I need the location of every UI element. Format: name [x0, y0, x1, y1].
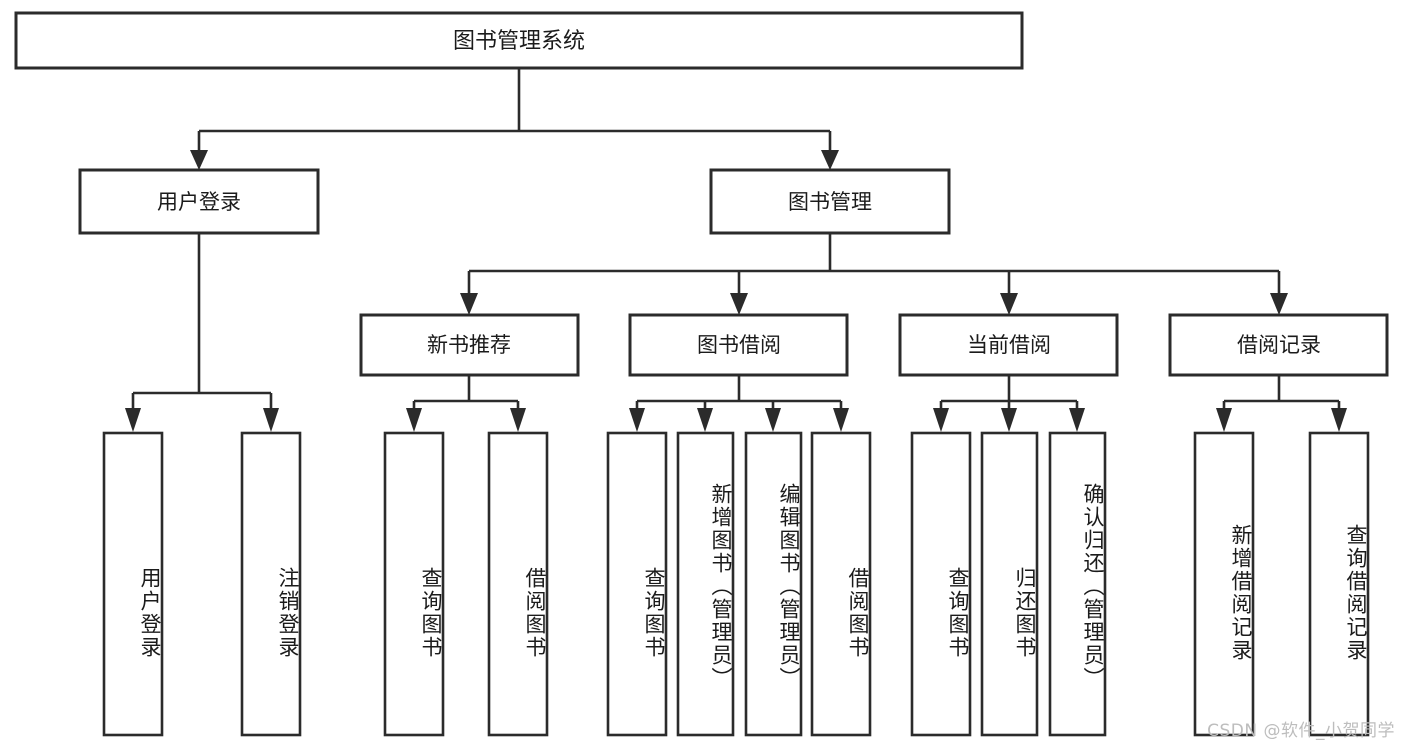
leaf-box-book-borrow-1[interactable]	[606, 431, 668, 737]
node-current-borrow-box[interactable]	[898, 313, 1119, 377]
arrow-head-leaf-user-login-1	[125, 408, 141, 432]
arrow-head-leaf-book-borrow-4	[833, 408, 849, 432]
arrow-head-leaf-borrow-record-1	[1216, 408, 1232, 432]
csdn-watermark: CSDN @软件_小贺同学	[1207, 721, 1395, 741]
arrow-head-leaf-borrow-record-2	[1331, 408, 1347, 432]
arrow-head-leaf-book-borrow-1	[629, 408, 645, 432]
leaf-box-borrow-record-2[interactable]	[1308, 431, 1370, 737]
connector-group-root-to-level2	[190, 68, 839, 170]
node-current-borrow-label: 当前借阅	[967, 333, 1051, 357]
node-borrow-record-label: 借阅记录	[1237, 333, 1321, 357]
node-borrow-record-box[interactable]	[1168, 313, 1389, 377]
arrow-head-leaf-current-borrow-1	[933, 408, 949, 432]
node-new-book-label: 新书推荐	[427, 333, 511, 357]
node-book-manage-label: 图书管理	[788, 190, 872, 214]
leaf-box-current-borrow-1[interactable]	[910, 431, 972, 737]
arrow-head-borrow-record	[1270, 293, 1288, 315]
node-root-box[interactable]	[14, 11, 1024, 70]
connector-group-current-borrow-leaves	[933, 375, 1085, 432]
arrow-head-leaf-current-borrow-2	[1001, 408, 1017, 432]
arrow-head-user-login	[190, 150, 208, 170]
node-new-book-box[interactable]	[359, 313, 580, 377]
arrow-head-leaf-new-book-2	[510, 408, 526, 432]
leaf-box-current-borrow-2[interactable]	[980, 431, 1039, 737]
leaf-box-book-borrow-4[interactable]	[810, 431, 872, 737]
leaf-box-book-borrow-2[interactable]	[676, 431, 735, 737]
arrow-head-new-book	[460, 293, 478, 315]
node-book-manage-box[interactable]	[709, 168, 951, 235]
connector-group-user-login-leaves	[125, 233, 279, 432]
arrow-head-current-borrow	[1000, 293, 1018, 315]
arrow-head-book-borrow	[730, 293, 748, 315]
connector-group-book-manage-to-level3	[460, 233, 1288, 315]
connector-group-new-book-leaves	[406, 375, 526, 432]
arrow-head-leaf-user-login-2	[263, 408, 279, 432]
leaf-box-new-book-2[interactable]	[487, 431, 549, 737]
arrow-head-leaf-book-borrow-3	[765, 408, 781, 432]
arrow-head-book-manage	[821, 150, 839, 170]
leaf-box-user-login-2[interactable]	[240, 431, 302, 737]
leaf-box-new-book-1[interactable]	[383, 431, 445, 737]
node-book-borrow-box[interactable]	[628, 313, 849, 377]
arrow-head-leaf-current-borrow-3	[1069, 408, 1085, 432]
node-user-login-box[interactable]	[78, 168, 320, 235]
leaf-box-book-borrow-3[interactable]	[744, 431, 803, 737]
leaf-box-current-borrow-3[interactable]	[1048, 431, 1107, 737]
leaf-box-user-login-1[interactable]	[102, 431, 164, 737]
leaf-box-borrow-record-1[interactable]	[1193, 431, 1255, 737]
node-root-label: 图书管理系统	[453, 29, 585, 54]
node-user-login-label: 用户登录	[157, 190, 241, 214]
connector-group-borrow-record-leaves	[1216, 375, 1347, 432]
connector-group-book-borrow-leaves	[629, 375, 849, 432]
arrow-head-leaf-new-book-1	[406, 408, 422, 432]
node-book-borrow-label: 图书借阅	[697, 333, 781, 357]
arrow-head-leaf-book-borrow-2	[697, 408, 713, 432]
